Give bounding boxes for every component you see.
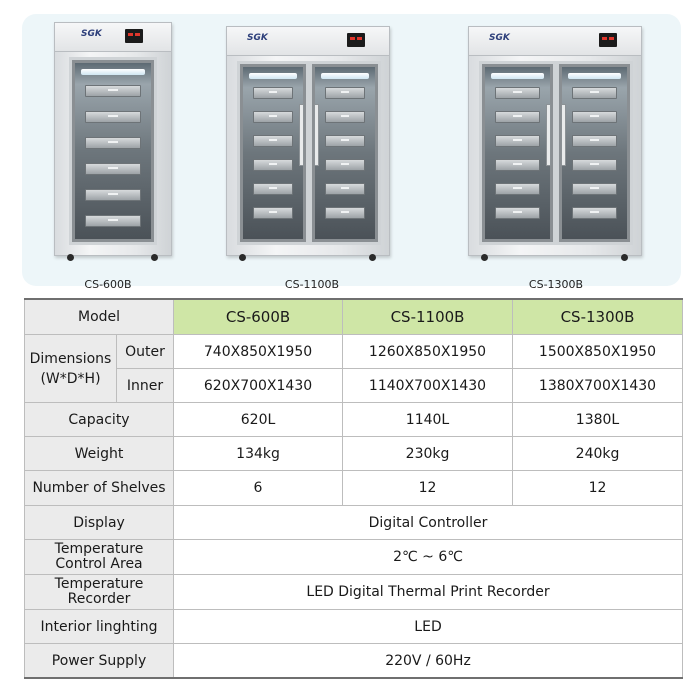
model-name-cell: CS-600B: [173, 298, 344, 335]
lighting-label: Interior linghting: [23, 609, 175, 644]
table-cell: 220V / 60Hz: [173, 643, 684, 679]
table-cell: 230kg: [342, 436, 514, 471]
product-caption: CS-1100B: [284, 278, 340, 291]
table-cell: 620L: [173, 402, 344, 437]
table-row: Capacity 620L 1140L 1380L: [23, 402, 684, 437]
table-row: Power Supply 220V / 60Hz: [23, 643, 684, 679]
outer-label: Outer: [115, 334, 175, 369]
brand-logo: SGK: [489, 33, 510, 43]
product-caption: CS-600B: [84, 278, 132, 291]
table-row: Weight 134kg 230kg 240kg: [23, 436, 684, 471]
brand-logo: SGK: [247, 33, 268, 43]
table-cell: 1380L: [512, 402, 684, 437]
table-cell: LED: [173, 609, 684, 644]
table-cell: 134kg: [173, 436, 344, 471]
fridge-image-cs-1300b: SGK: [468, 26, 642, 261]
table-cell: 12: [512, 470, 684, 506]
fridge-image-cs-600b: SGK: [54, 22, 172, 261]
table-cell: 740X850X1950: [173, 334, 344, 369]
weight-label: Weight: [23, 436, 175, 471]
fridge-image-cs-1100b: SGK: [226, 26, 390, 261]
table-cell: 620X700X1430: [173, 368, 344, 403]
shelves-label: Number of Shelves: [23, 470, 175, 506]
model-name-cell: CS-1300B: [512, 298, 684, 335]
table-cell: 1260X850X1950: [342, 334, 514, 369]
table-row: Model CS-600B CS-1100B CS-1300B: [23, 298, 684, 335]
model-header-label: Model: [23, 298, 175, 335]
capacity-label: Capacity: [23, 402, 175, 437]
table-cell: 6: [173, 470, 344, 506]
controller-display-icon: [347, 33, 365, 47]
product-image-panel: SGK SGK: [22, 14, 681, 291]
power-supply-label: Power Supply: [23, 643, 175, 679]
table-cell: 2℃ ~ 6℃: [173, 539, 684, 575]
table-cell: 1140L: [342, 402, 514, 437]
table-row: Display Digital Controller: [23, 505, 684, 540]
dimensions-label: Dimensions(W*D*H): [24, 334, 117, 403]
model-name-cell: CS-1100B: [342, 298, 514, 335]
table-cell: 1380X700X1430: [512, 368, 684, 403]
table-row: Number of Shelves 6 12 12: [23, 470, 684, 506]
table-cell: 240kg: [512, 436, 684, 471]
spec-table: Model CS-600B CS-1100B CS-1300B Dimensio…: [23, 298, 684, 679]
table-cell: 12: [342, 470, 514, 506]
controller-display-icon: [599, 33, 617, 47]
display-label: Display: [23, 505, 175, 540]
table-row: Inner 620X700X1430 1140X700X1430 1380X70…: [25, 368, 684, 403]
controller-display-icon: [125, 29, 143, 43]
table-cell: Digital Controller: [173, 505, 684, 540]
table-row: Dimensions(W*D*H) Outer 740X850X1950 126…: [24, 334, 684, 403]
inner-label: Inner: [115, 368, 175, 403]
table-cell: 1500X850X1950: [512, 334, 684, 369]
table-cell: 1140X700X1430: [342, 368, 514, 403]
brand-logo: SGK: [81, 29, 102, 39]
product-caption: CS-1300B: [528, 278, 584, 291]
table-cell: LED Digital Thermal Print Recorder: [173, 574, 684, 610]
table-row: Interior linghting LED: [23, 609, 684, 644]
